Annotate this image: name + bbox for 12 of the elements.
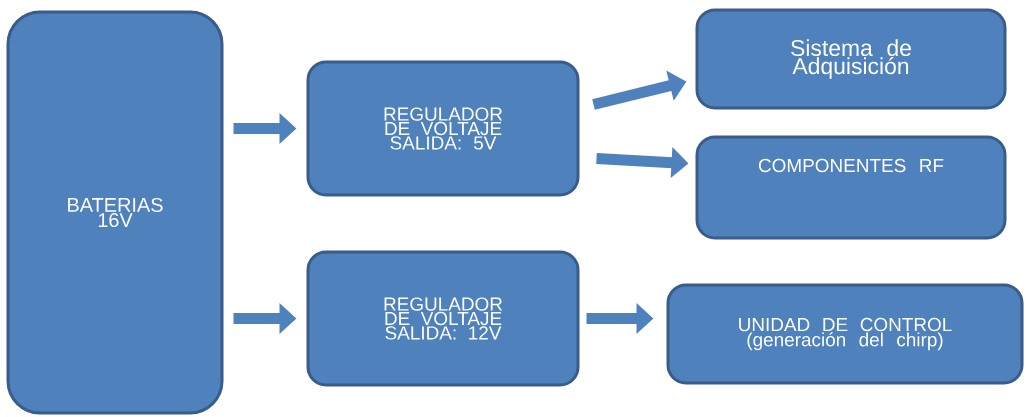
process-box: [666, 283, 1024, 385]
node-label: COMPONENTES RF: [758, 158, 944, 173]
node-label: REGULADOR DE VOLTAJE SALIDA: 12V: [384, 297, 503, 340]
node-label: Sistema de Adquisición: [791, 39, 911, 79]
node-label: REGULADOR DE VOLTAJE SALIDA: 5V: [384, 107, 503, 150]
process-box: [6, 10, 224, 415]
node-label: UNIDAD DE CONTROL (generación del chirp): [739, 317, 952, 351]
node-label: BATERIAS 16V: [68, 197, 163, 228]
process-box: [695, 8, 1007, 110]
process-box: [306, 60, 580, 197]
process-box: [306, 250, 580, 387]
process-box: [695, 135, 1007, 240]
